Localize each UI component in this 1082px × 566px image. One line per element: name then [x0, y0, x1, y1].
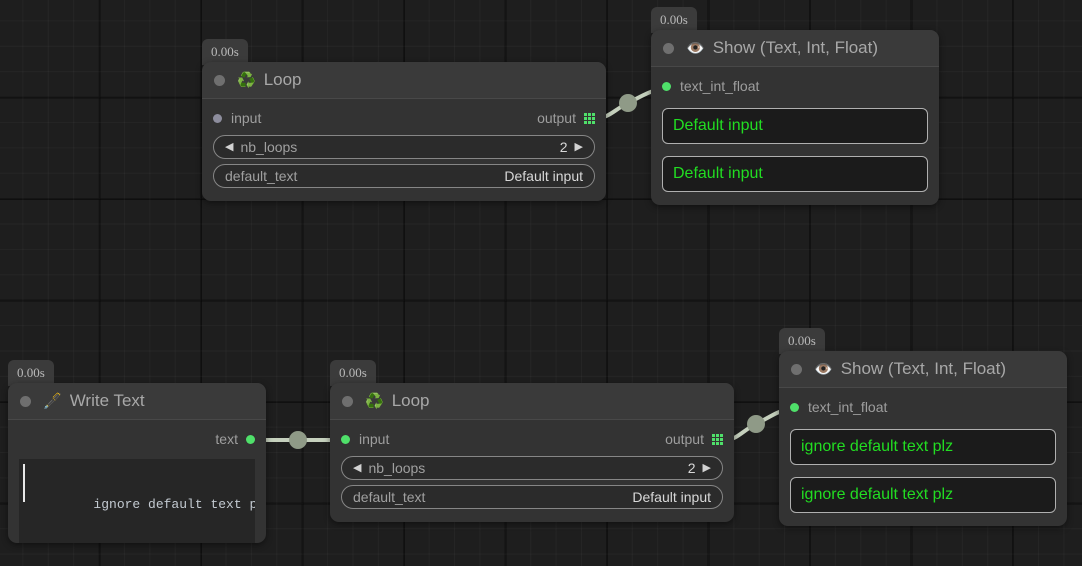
input-socket-label: text_int_float [808, 399, 888, 415]
node-write-text[interactable]: 🖋️ Write Text text ignore default text p… [8, 383, 266, 543]
output-socket-grid-icon[interactable] [712, 433, 723, 445]
node-body-loop-top: input output ◀ nb_loops 2 ▶ default_text… [202, 99, 606, 201]
output-value-box-2: ignore default text plz [790, 477, 1056, 513]
param-default-text-loop-bottom[interactable]: default_text Default input [341, 485, 723, 509]
input-socket-show-bottom[interactable] [790, 402, 799, 412]
param-value-default-text[interactable]: Default input [504, 168, 583, 184]
text-caret [23, 464, 25, 502]
node-body-write-text: text ignore default text plz [8, 420, 266, 543]
node-body-show-bottom: text_int_float ignore default text plz i… [779, 388, 1067, 526]
wire-knob-2[interactable] [289, 431, 307, 449]
output-value-box-1: ignore default text plz [790, 429, 1056, 465]
input-socket-show-top[interactable] [662, 81, 671, 91]
input-socket-label: input [359, 431, 390, 447]
node-header-loop-top[interactable]: ♻️ Loop [202, 62, 606, 99]
output-socket-label: output [537, 110, 576, 126]
param-value-default-text[interactable]: Default input [632, 489, 711, 505]
param-default-text-loop-top[interactable]: default_text Default input [213, 164, 595, 188]
decrement-arrow-icon[interactable]: ◀ [353, 461, 362, 474]
node-title-loop-bottom: Loop [391, 391, 430, 410]
param-name-default-text: default_text [353, 489, 426, 505]
node-header-show-bottom[interactable]: 👁️ Show (Text, Int, Float) [779, 351, 1067, 388]
node-body-show-top: text_int_float Default input Default inp… [651, 67, 939, 205]
node-header-loop-bottom[interactable]: ♻️ Loop [330, 383, 734, 420]
input-socket-label: text_int_float [680, 78, 760, 94]
input-socket-loop-bottom[interactable] [341, 434, 350, 444]
output-value-box-1: Default input [662, 108, 928, 144]
output-socket-label: text [215, 431, 238, 447]
socket-row-loop-bottom: input output [341, 429, 723, 449]
time-badge-write-text: 0.00s [8, 360, 54, 386]
socket-row-show-bottom: text_int_float [790, 397, 1056, 417]
collapse-toggle-icon[interactable] [214, 74, 225, 86]
socket-row-loop-top: input output [213, 108, 595, 128]
socket-row-write-text: text [19, 429, 255, 449]
input-socket-label: input [231, 110, 262, 126]
param-value-nb-loops[interactable]: 2 [687, 460, 696, 476]
recycle-icon: ♻️ [237, 71, 256, 89]
node-title-show-bottom: Show (Text, Int, Float) [840, 359, 1007, 378]
param-nb-loops-loop-top[interactable]: ◀ nb_loops 2 ▶ [213, 135, 595, 159]
node-title-write-text: Write Text [69, 391, 145, 410]
node-header-show-top[interactable]: 👁️ Show (Text, Int, Float) [651, 30, 939, 67]
decrement-arrow-icon[interactable]: ◀ [225, 140, 234, 153]
node-body-loop-bottom: input output ◀ nb_loops 2 ▶ default_text… [330, 420, 734, 522]
output-value-box-2: Default input [662, 156, 928, 192]
param-name-default-text: default_text [225, 168, 298, 184]
node-title-loop-top: Loop [263, 70, 302, 89]
param-value-nb-loops[interactable]: 2 [559, 139, 568, 155]
node-loop-bottom[interactable]: ♻️ Loop input output ◀ nb_loops 2 ▶ d [330, 383, 734, 522]
collapse-toggle-icon[interactable] [20, 395, 31, 407]
recycle-icon: ♻️ [365, 392, 384, 410]
collapse-toggle-icon[interactable] [663, 42, 674, 54]
collapse-toggle-icon[interactable] [342, 395, 353, 407]
input-socket-loop-top[interactable] [213, 113, 222, 123]
node-show-top[interactable]: 👁️ Show (Text, Int, Float) text_int_floa… [651, 30, 939, 205]
text-input-value: ignore default text plz [93, 497, 255, 512]
param-nb-loops-loop-bottom[interactable]: ◀ nb_loops 2 ▶ [341, 456, 723, 480]
node-loop-top[interactable]: ♻️ Loop input output ◀ nb_loops 2 ▶ d [202, 62, 606, 201]
node-title-show-top: Show (Text, Int, Float) [712, 38, 879, 57]
wire-knob-1[interactable] [619, 94, 637, 112]
time-badge-loop-bottom: 0.00s [330, 360, 376, 386]
output-socket-write-text[interactable] [246, 434, 255, 444]
socket-row-show-top: text_int_float [662, 76, 928, 96]
eye-icon: 👁️ [814, 360, 833, 378]
fountain-pen-icon: 🖋️ [43, 392, 62, 410]
time-badge-loop-top: 0.00s [202, 39, 248, 65]
param-name-nb-loops: nb_loops [368, 460, 426, 476]
node-show-bottom[interactable]: 👁️ Show (Text, Int, Float) text_int_floa… [779, 351, 1067, 526]
time-badge-show-top: 0.00s [651, 7, 697, 33]
increment-arrow-icon[interactable]: ▶ [574, 140, 583, 153]
param-name-nb-loops: nb_loops [240, 139, 298, 155]
node-header-write-text[interactable]: 🖋️ Write Text [8, 383, 266, 420]
output-socket-label: output [665, 431, 704, 447]
output-socket-grid-icon[interactable] [584, 112, 595, 124]
increment-arrow-icon[interactable]: ▶ [702, 461, 711, 474]
eye-icon: 👁️ [686, 39, 705, 57]
text-input-area[interactable]: ignore default text plz [19, 459, 255, 543]
time-badge-show-bottom: 0.00s [779, 328, 825, 354]
collapse-toggle-icon[interactable] [791, 363, 802, 375]
wire-knob-3[interactable] [747, 415, 765, 433]
